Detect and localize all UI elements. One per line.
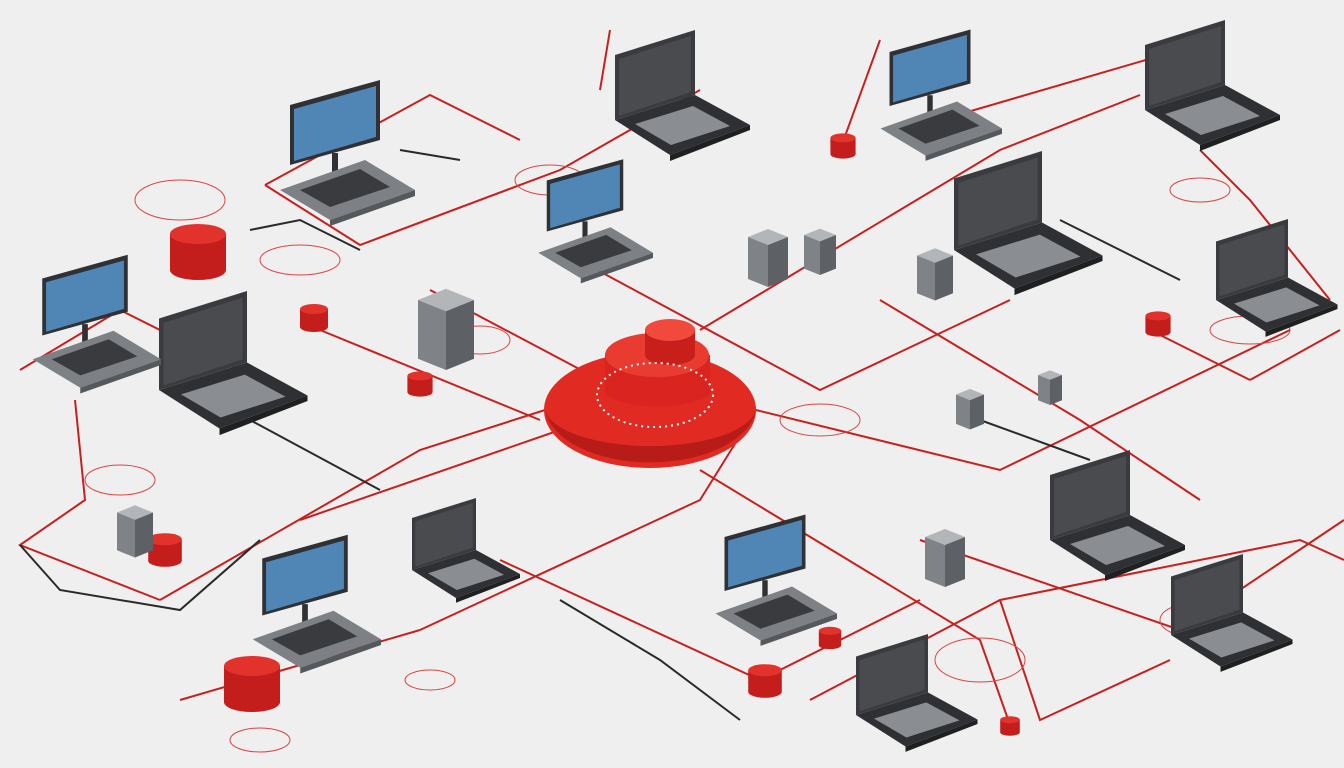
- server-box-icon: [1038, 370, 1062, 405]
- central-hub: [544, 319, 756, 468]
- desktop-monitor-icon: [252, 534, 381, 674]
- black-cable: [1059, 219, 1181, 281]
- red-cable: [999, 599, 1171, 722]
- red-cable: [699, 94, 1141, 331]
- black-cable: [249, 419, 381, 491]
- red-cylinder-node-icon: [748, 664, 782, 698]
- desktop-monitor-icon: [880, 29, 1002, 161]
- server-box-icon: [418, 288, 474, 370]
- black-cable: [399, 149, 461, 161]
- wire-curl: [779, 403, 861, 437]
- red-cable: [599, 29, 611, 91]
- server-box-icon: [956, 388, 984, 430]
- laptop-icon: [954, 151, 1103, 296]
- wire-curl: [134, 179, 226, 221]
- desktop-monitor-icon: [280, 80, 415, 226]
- server-box-icon: [925, 529, 965, 587]
- wire-curl: [404, 669, 456, 691]
- server-box-icon: [917, 248, 953, 301]
- laptop-icon: [1216, 219, 1338, 337]
- wire-curl: [259, 244, 341, 276]
- desktop-monitor-icon: [538, 159, 653, 284]
- server-box-icon: [117, 505, 153, 558]
- red-cylinder-node-icon: [830, 133, 856, 159]
- red-cylinder-node-icon: [407, 371, 433, 397]
- wire-curl: [84, 464, 156, 496]
- red-cable: [17, 399, 161, 601]
- server-box-icon: [748, 229, 788, 287]
- laptop-icon: [615, 30, 750, 161]
- black-network-cables: [19, 149, 1181, 721]
- red-cylinder-node-icon: [148, 533, 182, 567]
- red-cable: [755, 329, 1291, 472]
- red-cable: [939, 49, 1181, 121]
- laptop-icon: [1171, 554, 1293, 672]
- red-cable: [1249, 329, 1341, 381]
- red-cylinder-node-icon: [1000, 716, 1020, 736]
- wire-curl: [934, 637, 1026, 683]
- red-cable: [879, 299, 1201, 501]
- red-cable: [1199, 149, 1331, 301]
- red-cable: [264, 89, 701, 247]
- desktop-monitor-icon: [715, 514, 837, 646]
- server-box-icon: [804, 228, 836, 275]
- wire-curl: [1169, 177, 1231, 203]
- red-cylinder-node-icon: [1145, 311, 1171, 337]
- red-cable: [699, 469, 1011, 726]
- laptop-icon: [1145, 20, 1280, 151]
- red-cable: [839, 39, 881, 151]
- black-cable: [19, 539, 261, 612]
- black-cable: [559, 599, 741, 721]
- red-cylinder-node-icon: [818, 626, 842, 650]
- red-cylinder-node-icon: [224, 656, 280, 712]
- black-cable: [249, 218, 361, 251]
- wire-curl: [229, 727, 291, 753]
- red-cylinder-node-icon: [300, 304, 328, 332]
- red-cable: [559, 249, 1011, 392]
- black-cable: [979, 419, 1091, 461]
- red-cable: [159, 409, 546, 601]
- red-cylinder-node-icon: [170, 224, 226, 280]
- laptop-icon: [159, 291, 308, 436]
- red-cable: [299, 429, 561, 521]
- laptop-icon: [412, 498, 520, 603]
- laptop-icon: [1050, 450, 1185, 581]
- red-cable: [1149, 329, 1251, 381]
- laptop-icon: [856, 634, 978, 752]
